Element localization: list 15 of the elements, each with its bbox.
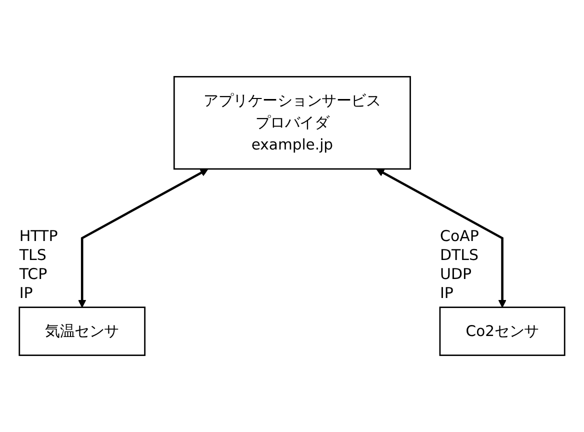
node-label: DTLS	[440, 246, 479, 264]
node-label: TLS	[19, 246, 46, 264]
node-box	[173, 76, 411, 170]
node-label: IP	[19, 284, 33, 302]
arrow	[376, 168, 506, 308]
arrow	[78, 168, 208, 308]
node-label: IP	[440, 284, 454, 302]
node-label: CoAP	[440, 227, 479, 246]
node-label: UDP	[440, 265, 472, 284]
node-box	[18, 306, 146, 356]
node-box	[439, 306, 566, 356]
protocol-stack-list: HTTP TLS TCP IP	[19, 227, 58, 304]
protocol-stack-list: CoAP DTLS UDP IP	[440, 227, 479, 304]
node-label: TCP	[19, 265, 48, 284]
node-label: HTTP	[19, 227, 58, 246]
